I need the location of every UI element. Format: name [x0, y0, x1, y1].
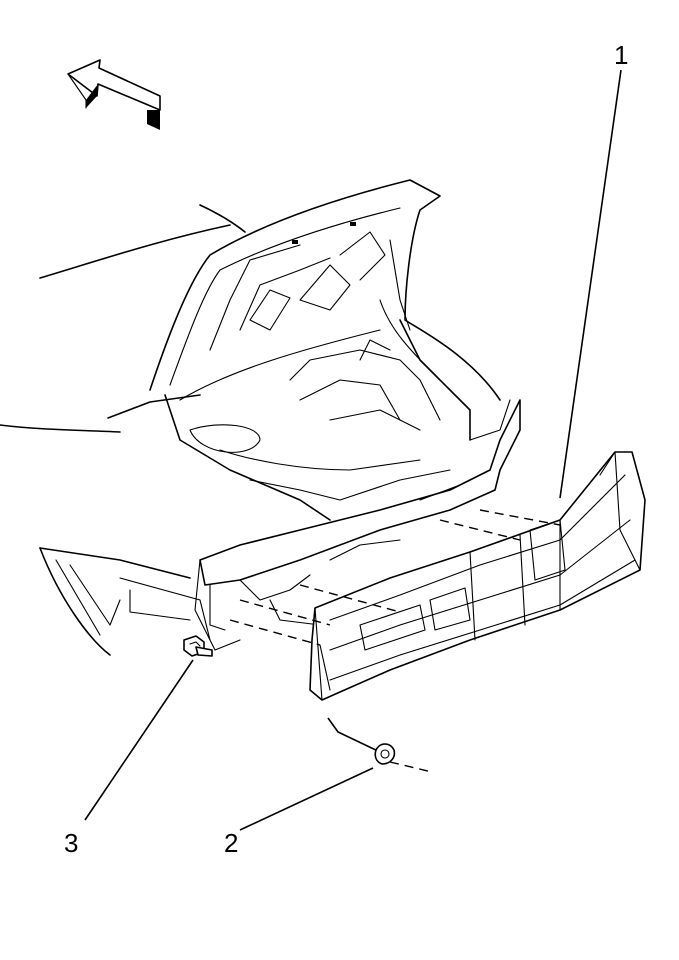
- leader-line-2: [239, 767, 374, 831]
- callout-1: 1: [614, 40, 628, 70]
- alignment-lines: [229, 509, 561, 773]
- vehicle-body: [0, 204, 246, 656]
- leader-line-1: [559, 69, 622, 499]
- callout-3: 3: [64, 828, 78, 858]
- trunk-lid: [149, 179, 501, 401]
- leader-lines: [84, 69, 622, 831]
- bolt: [183, 635, 213, 657]
- callout-2: 2: [224, 828, 238, 858]
- trunk-interior: [164, 299, 471, 521]
- bumper-impact-bar: [309, 451, 646, 701]
- forward-arrow-icon: [67, 59, 161, 130]
- nut: [374, 743, 396, 765]
- rear-body-panel: [194, 399, 521, 651]
- leader-line-3: [84, 659, 194, 821]
